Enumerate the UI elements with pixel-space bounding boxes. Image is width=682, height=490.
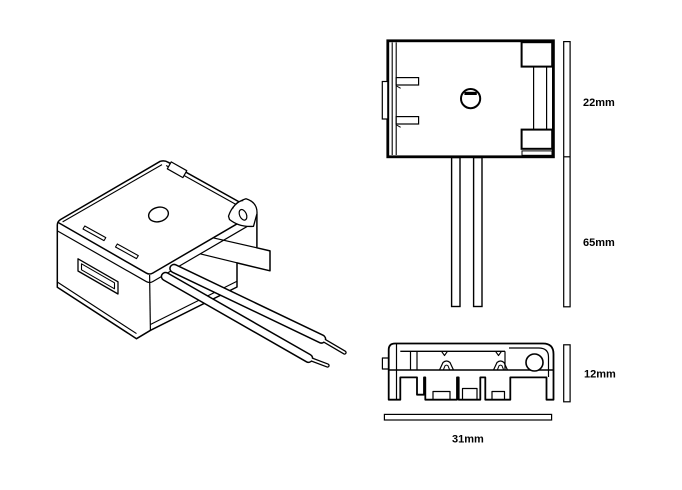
top-view-right-block-top [520,41,554,68]
top-view-prong-tick-bottom [396,124,401,128]
top-view-prong-top [395,76,420,86]
iso-rail-top-edge [212,237,258,249]
top-view-left-tab [381,80,389,120]
side-view-bump-2-inner [496,364,505,371]
top-view-wire-right [472,156,483,308]
iso-front-corner-edge [149,274,151,331]
iso-boss-hole [238,208,248,221]
top-view-right-block-bottom [520,128,554,150]
side-view-bump-2 [492,360,509,371]
side-view-left-tab [381,357,390,370]
top-view-prong-tick-top [396,85,401,89]
iso-lid-edge [57,213,255,275]
top-view-right-bottom-strip [521,150,553,156]
side-view-center-tab-inner [461,387,478,401]
iso-wire-upper [169,263,347,355]
dimension-bar-22-65 [563,40,571,308]
dimension-label-31mm: 31mm [452,434,484,446]
side-view-outline [387,342,555,401]
top-view-wire-left [450,156,461,308]
iso-prong-slot-1 [82,225,107,242]
iso-top-hole [147,206,170,223]
top-view-prong-bottom [395,115,420,125]
iso-prong-slot-2 [114,243,139,260]
side-view-v-notch-2 [495,350,502,357]
dimension-bar-right [563,40,571,308]
dimension-label-22mm: 22mm [583,97,615,109]
iso-corner-boss-inner-arc [232,200,244,209]
side-view [381,342,555,401]
side-view-bump-1 [438,360,455,371]
side-view-foot-b-inner [491,390,506,400]
dimension-bar-12 [563,344,571,403]
iso-top-notch [166,161,188,179]
side-view-boss-hole [525,353,544,372]
side-view-boss-inner-corner [509,347,550,377]
side-view-bump-1-inner [442,364,451,371]
iso-body-outline [56,160,271,340]
dimension-label-12mm: 12mm [584,369,616,381]
side-view-foot-a-inner [432,390,451,400]
top-view [381,39,555,308]
side-view-v-notch-1 [441,350,448,357]
dimension-label-65mm: 65mm [583,237,615,249]
iso-wires [160,263,347,368]
iso-rim-line-left [62,164,163,223]
iso-wire-lower [160,271,330,368]
iso-front-slot-inner [80,263,116,290]
isometric-view [56,160,347,368]
iso-rail-bottom-edge [199,253,238,264]
dimension-bar-31 [383,413,553,421]
iso-base-seam-left [56,281,137,335]
